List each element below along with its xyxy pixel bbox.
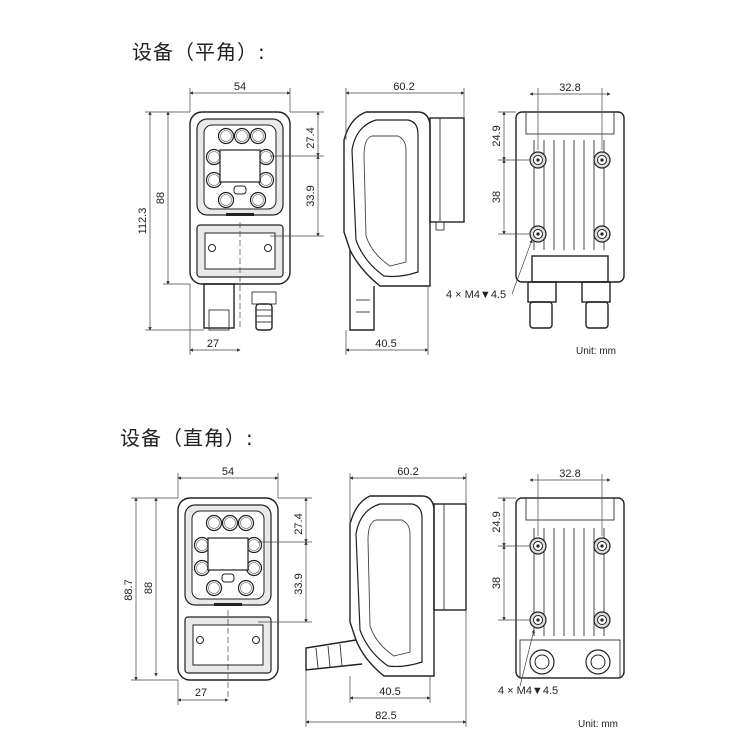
flat-back-view [498,88,625,329]
right-back-hole-pitch: 38 [491,577,503,589]
right-front-view [131,473,312,705]
heading-flat: 设备（平角）: [132,40,266,64]
right-back-view [498,474,625,687]
flat-front-top-offset: 27.4 [305,127,317,148]
right-back-thread: 4 × M4▼4.5 [498,685,558,697]
right-side-depth: 60.2 [397,466,418,478]
right-back-top-offset: 24.9 [491,511,503,532]
flat-front-mid-offset: 33.9 [305,185,317,206]
right-front-width: 54 [222,466,234,478]
right-side-total-depth: 82.5 [375,710,396,722]
flat-back-hole-pitch: 38 [491,191,503,203]
heading-right-angle: 设备（直角）: [120,426,254,450]
flat-side-view [343,88,465,355]
flat-front-view [145,88,324,355]
right-back-hole-span: 32.8 [559,468,580,480]
right-front-mid-offset: 33.9 [293,573,305,594]
right-side-bottom-depth: 40.5 [379,686,400,698]
right-front-connector-width: 27 [195,687,207,699]
flat-unit-label: Unit: mm [576,346,616,357]
flat-side-bottom-depth: 40.5 [375,338,396,350]
right-front-top-offset: 27.4 [293,513,305,534]
right-front-height-outer: 88.7 [123,579,135,600]
right-side-view [305,473,467,727]
flat-back-top-offset: 24.9 [491,125,503,146]
flat-front-width: 54 [234,81,246,93]
flat-side-depth: 60.2 [393,81,414,93]
flat-front-height-body: 88 [155,192,167,204]
right-front-height-body: 88 [143,582,155,594]
right-unit-label: Unit: mm [578,719,618,730]
flat-back-thread: 4 × M4▼4.5 [446,289,506,301]
flat-front-connector-width: 27 [207,338,219,350]
flat-front-height-outer: 112.3 [137,208,149,235]
flat-back-hole-span: 32.8 [559,82,580,94]
